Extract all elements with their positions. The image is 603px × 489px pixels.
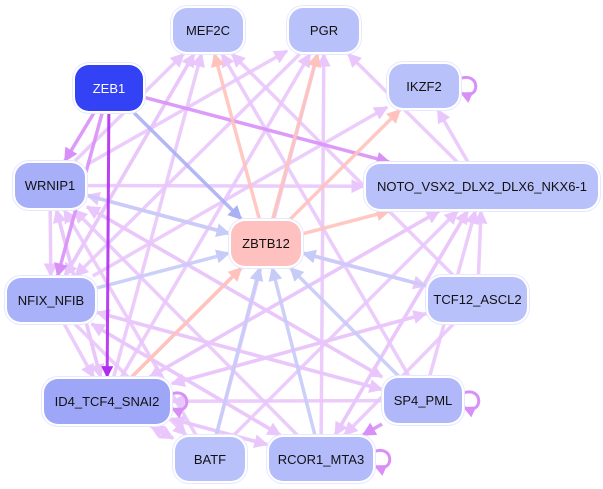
node-label: ID4_TCF4_SNAI2	[54, 394, 160, 409]
node-label: MEF2C	[185, 22, 231, 38]
node-label: ZEB1	[92, 80, 126, 96]
edge	[333, 210, 470, 437]
edge	[119, 52, 312, 378]
edge	[43, 209, 58, 278]
self-loop-edge	[461, 390, 481, 418]
edge	[316, 52, 331, 436]
edge	[170, 394, 383, 409]
edge	[302, 207, 391, 236]
node-label: WRNIP1	[24, 178, 76, 193]
node-label: PGR	[309, 22, 339, 38]
node-zeb1[interactable]: ZEB1	[75, 65, 143, 111]
edge	[170, 311, 427, 388]
node-sp4-pml[interactable]: SP4_PML	[384, 378, 462, 423]
edge	[144, 95, 391, 166]
self-loop-edge	[372, 448, 392, 476]
edge	[62, 208, 198, 436]
node-label: NFIX_NFIB	[17, 292, 85, 308]
node-noto-vsx2-dlx2-dlx6-nkx6-1[interactable]: NOTO_VSX2_DLX2_DLX6_NKX6-1	[366, 164, 598, 209]
edge	[268, 266, 317, 436]
edge	[133, 111, 243, 221]
edge	[63, 112, 96, 163]
self-loop-edge	[169, 391, 189, 419]
edge	[289, 266, 400, 378]
edge	[62, 323, 96, 379]
node-rcor1-mta3[interactable]: RCOR1_MTA3	[269, 437, 373, 481]
edge	[96, 249, 231, 290]
node-label: ZBTB12	[242, 236, 290, 251]
node-nfix-nfib[interactable]: NFIX_NFIB	[7, 278, 95, 322]
node-batf[interactable]: BATF	[175, 437, 245, 481]
edge	[220, 52, 411, 377]
self-loop-edge	[458, 75, 478, 103]
edge	[86, 179, 366, 194]
edge	[473, 209, 488, 276]
edge	[85, 205, 383, 379]
edge	[346, 52, 459, 164]
node-ikzf2[interactable]: IKZF2	[389, 64, 459, 108]
node-label: TCF12_ASCL2	[433, 292, 522, 307]
node-id4-tcf4-snai2[interactable]: ID4_TCF4_SNAI2	[44, 379, 170, 424]
node-tcf12-ascl2[interactable]: TCF12_ASCL2	[428, 277, 527, 322]
edge	[214, 266, 264, 436]
node-pgr[interactable]: PGR	[289, 8, 359, 52]
edge	[130, 266, 243, 379]
edge	[211, 52, 262, 220]
node-zbtb12[interactable]: ZBTB12	[231, 221, 301, 266]
edge	[230, 52, 455, 277]
node-label: SP4_PML	[393, 393, 453, 408]
edge	[149, 424, 174, 440]
node-label: IKZF2	[406, 78, 442, 94]
edge	[148, 209, 441, 379]
edge	[361, 422, 383, 437]
edge	[301, 249, 427, 288]
node-label: NOTO_VSX2_DLX2_DLX6_NKX6-1	[376, 179, 588, 194]
node-mef2c[interactable]: MEF2C	[173, 8, 243, 52]
node-label: BATF	[193, 451, 227, 467]
edge	[101, 112, 114, 379]
edge	[86, 193, 231, 238]
edge	[436, 108, 470, 163]
node-wrnip1[interactable]: WRNIP1	[15, 163, 85, 208]
edge	[270, 52, 321, 220]
edge	[91, 105, 389, 278]
node-label: RCOR1_MTA3	[277, 451, 365, 467]
edge	[63, 53, 196, 278]
